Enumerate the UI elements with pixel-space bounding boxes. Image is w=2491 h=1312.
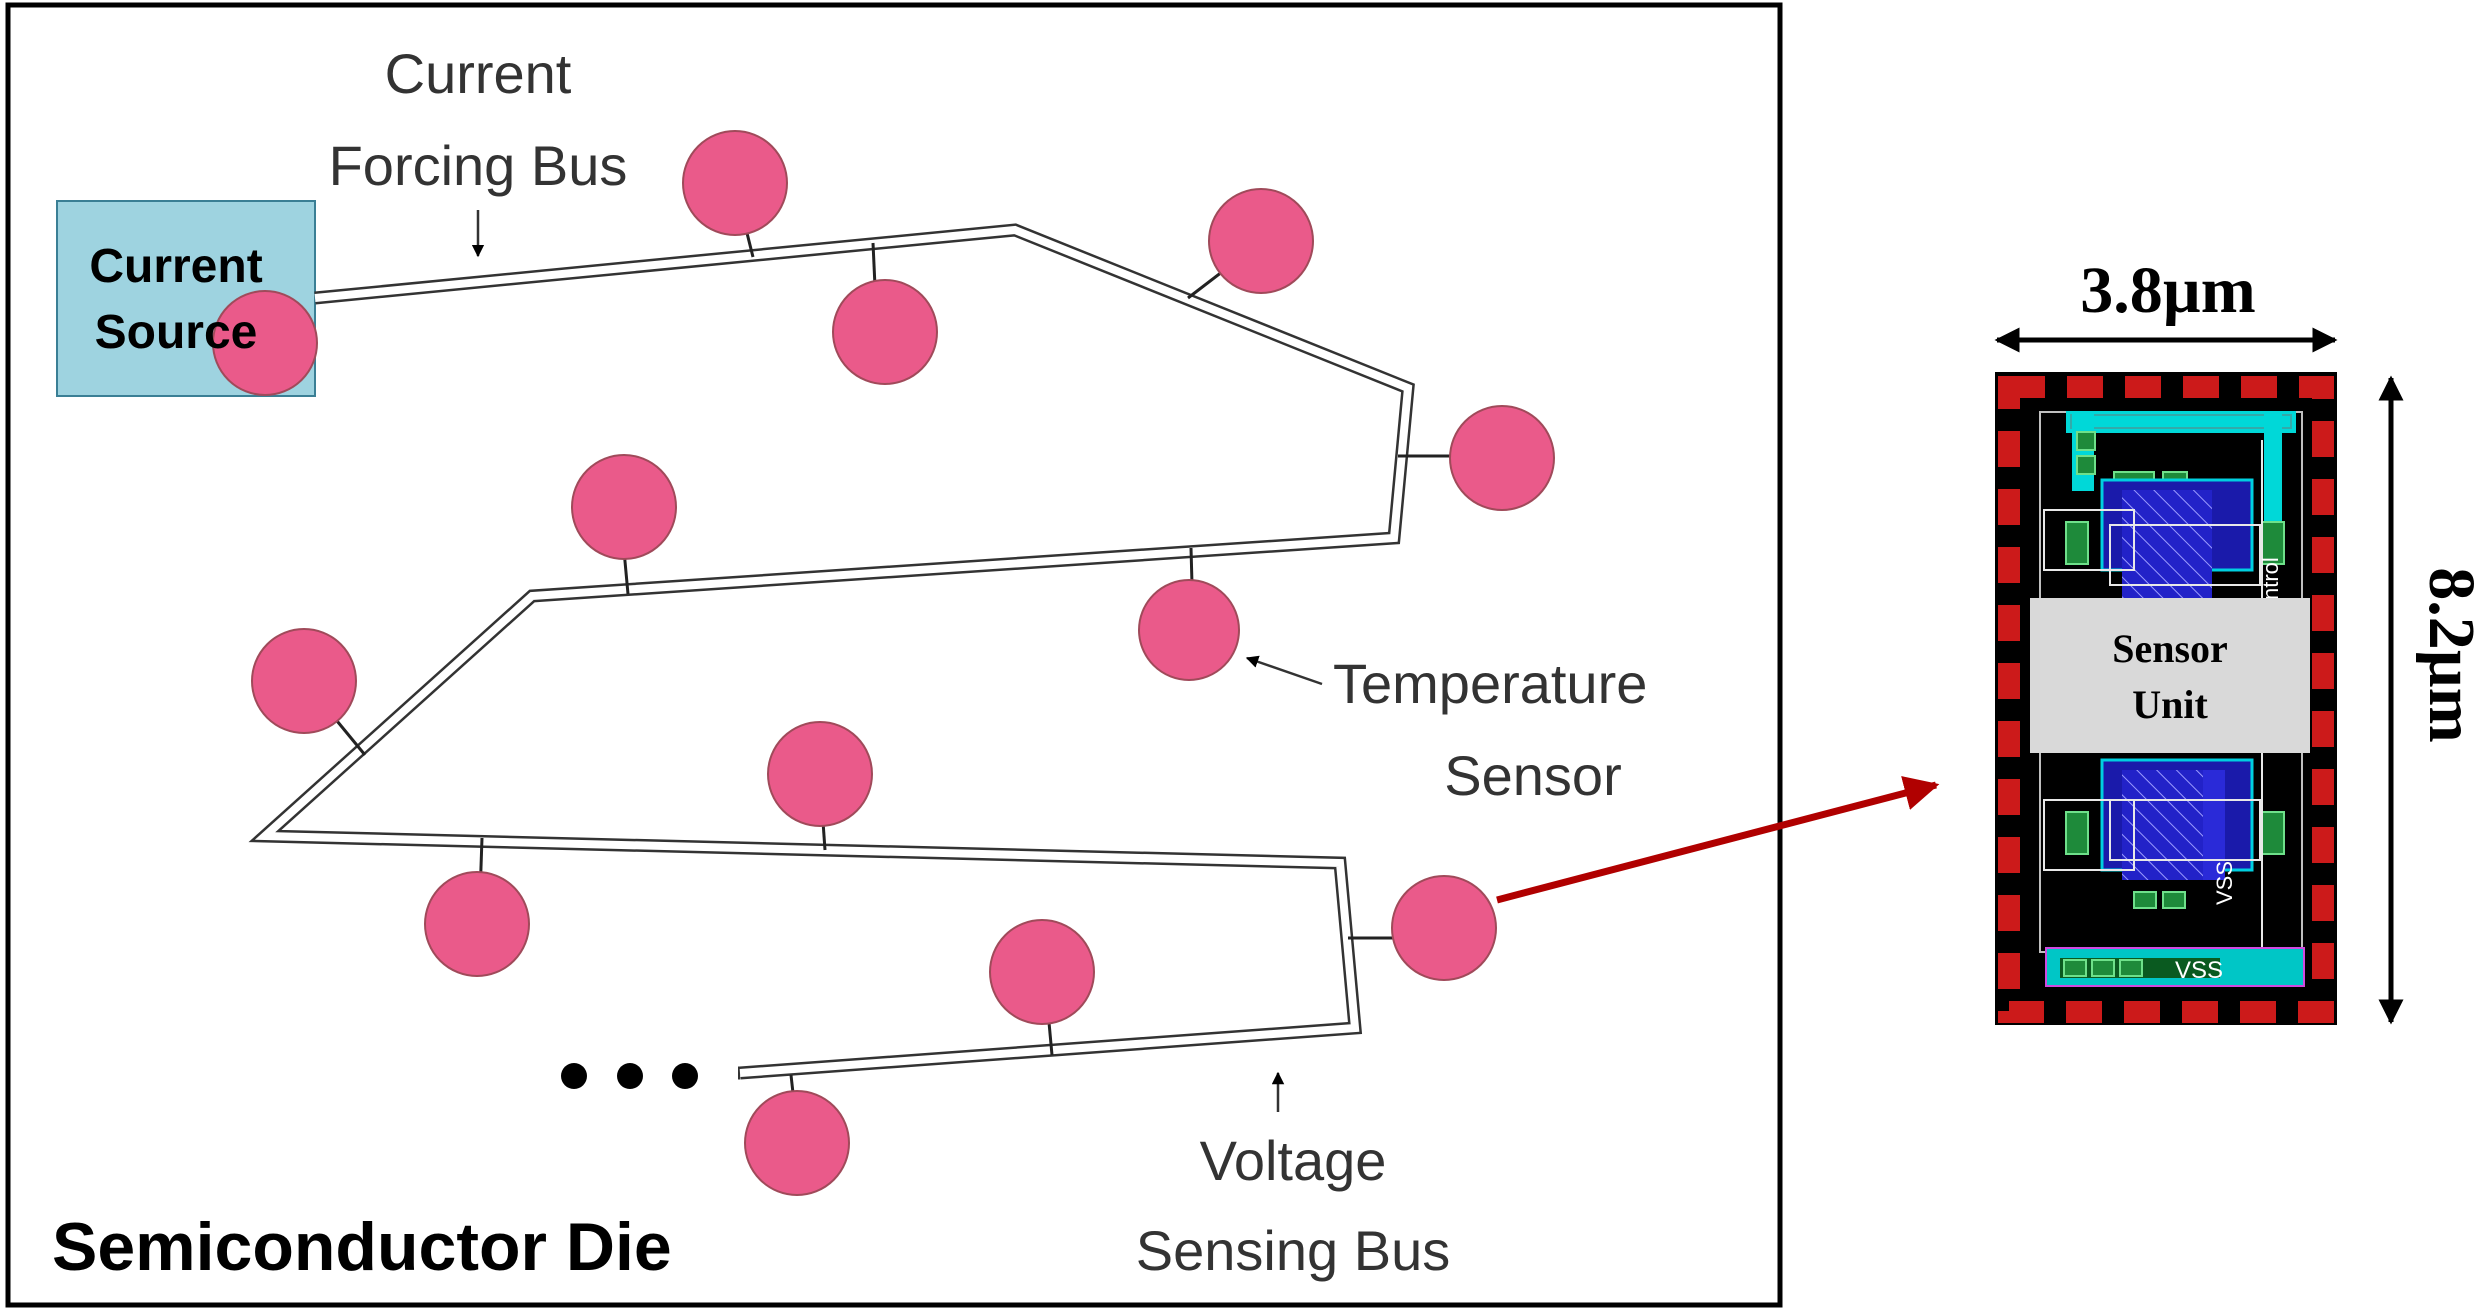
temperature-sensors [212,130,1555,1196]
sensor-circle [682,130,788,236]
control-label: ntrol [2258,557,2283,600]
temperature-sensor-label: Temperature [1333,652,1647,715]
current-source-label: Source [95,306,258,359]
vss-bottom-label: VSS [2175,957,2223,984]
sensor-unit-box [2030,598,2310,753]
sensor-circle [1391,875,1497,981]
sensor-circle [1208,188,1314,294]
voltage-sensing-bus-label: Voltage [1200,1129,1387,1192]
sensor-layout: VSS VSS ntrol Sensor Unit [1995,372,2337,1025]
current-source-label: Current [89,240,262,293]
sensor-circle [571,454,677,560]
current-forcing-bus-label: Current [385,42,572,105]
sensor-circle [832,279,938,385]
sensor-circle [1449,405,1555,511]
sensor-circle [767,721,873,827]
sensor-circle [1138,579,1240,681]
die-title: Semiconductor Die [52,1209,672,1285]
width-dimension-label: 3.8µm [2080,254,2256,327]
temperature-sensor-pointer [1245,655,1323,686]
sensor-unit-label: Unit [2132,682,2208,727]
sensor-unit-label: Sensor [2112,626,2228,671]
temperature-sensor-label: Sensor [1444,744,1621,807]
current-forcing-bus-label: Forcing Bus [329,134,628,197]
zoom-arrow [1496,776,1940,904]
sensor-circle [989,919,1095,1025]
sensor-circle [424,871,530,977]
bus-wires [248,223,1415,1080]
voltage-sensing-bus-label: Sensing Bus [1136,1219,1450,1282]
vss-side-label: VSS [2212,861,2237,905]
sensor-circle [251,628,357,734]
sensor-circle [744,1090,850,1196]
ellipsis-dots [561,1063,698,1089]
sensor-circle [212,290,318,396]
height-dimension-label: 8.2µm [2415,567,2488,743]
